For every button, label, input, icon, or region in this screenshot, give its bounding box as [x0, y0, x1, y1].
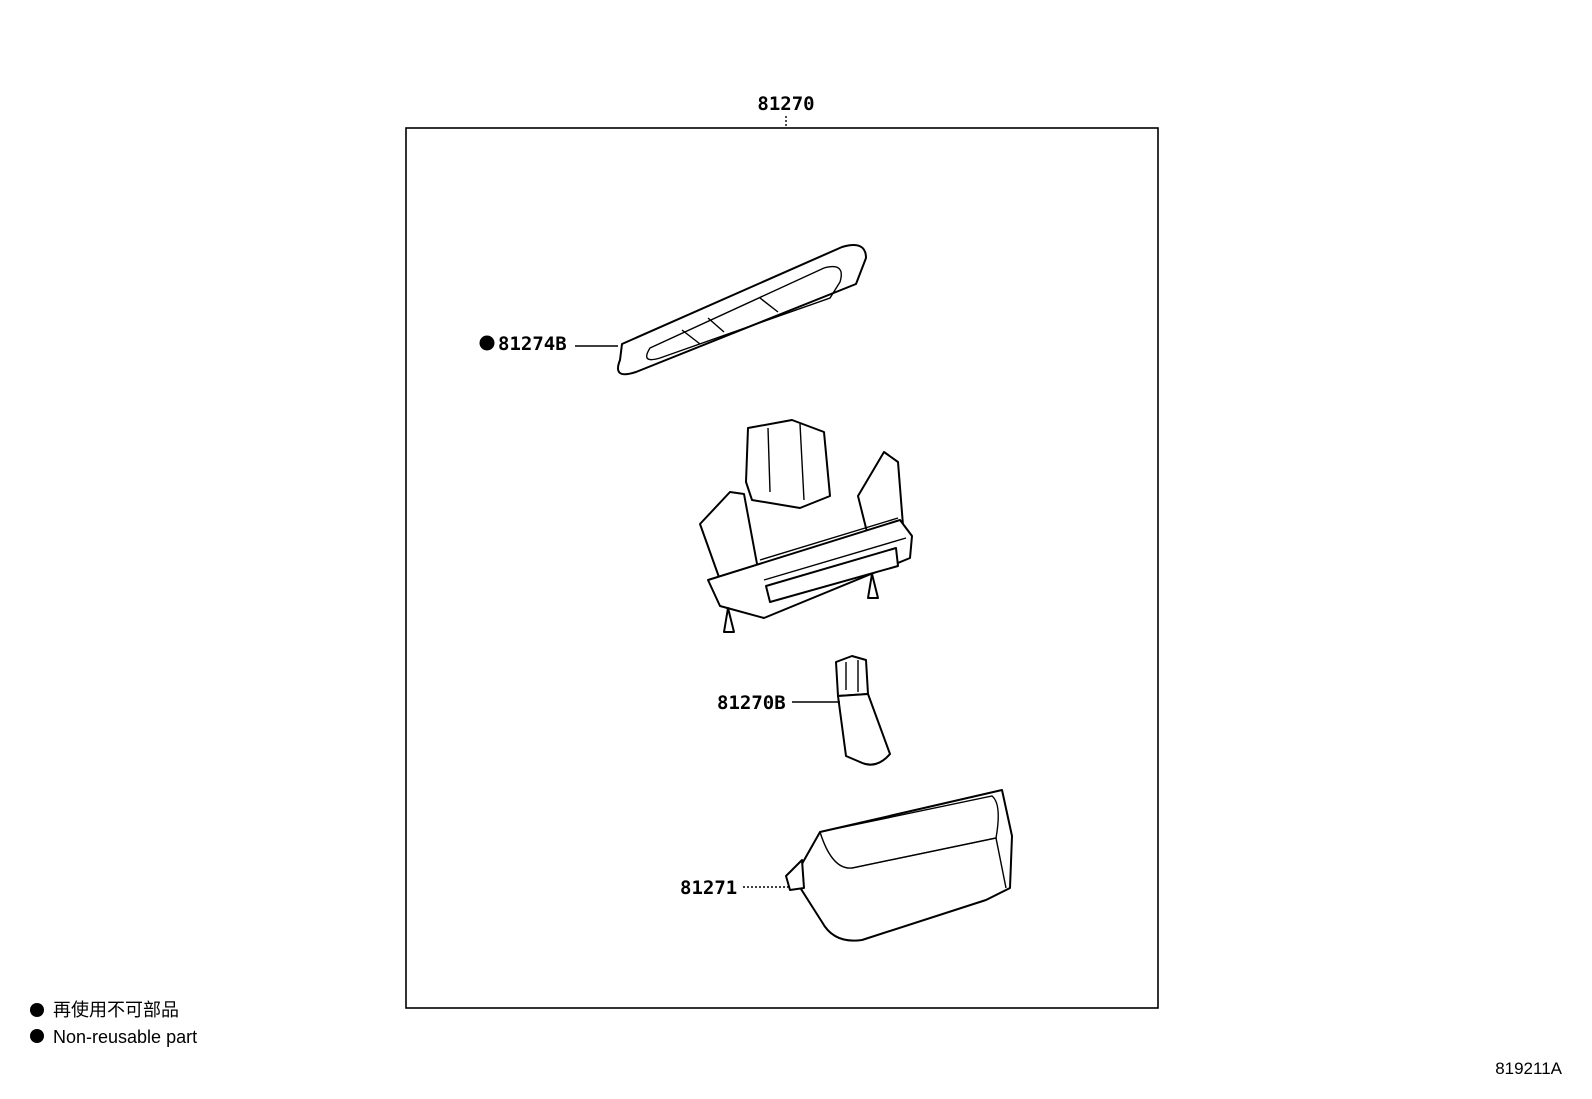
bulb-illustration	[835, 655, 891, 766]
assembly-frame	[405, 127, 1159, 1009]
part-number-label: 81274B	[498, 333, 567, 355]
assembly-part-number: 81270	[757, 93, 814, 115]
non-reusable-marker-icon	[479, 335, 495, 351]
non-reusable-legend-icon	[30, 1029, 44, 1043]
legend-japanese-text: 再使用不可部品	[53, 1000, 179, 1020]
diagram-reference-code: 819211A	[1495, 1059, 1562, 1078]
legend-english-text: Non-reusable part	[53, 1027, 197, 1047]
non-reusable-legend-icon	[30, 1003, 44, 1017]
part-number-label: 81270B	[717, 692, 786, 714]
lamp-housing-illustration	[699, 419, 913, 633]
gasket-illustration	[617, 244, 867, 376]
lens-illustration	[785, 789, 1013, 942]
part-number-label: 81271	[680, 877, 737, 899]
